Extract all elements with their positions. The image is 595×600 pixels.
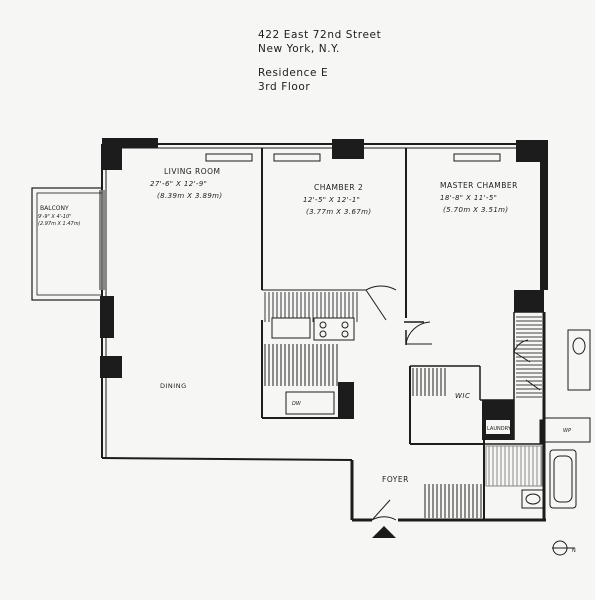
compass-icon xyxy=(552,540,575,556)
master-bath xyxy=(539,329,591,445)
residence-label: Residence E xyxy=(258,67,329,79)
living-room-dims: 27'-6" X 12'-9" xyxy=(150,180,207,188)
foyer-label: FOYER xyxy=(382,475,409,484)
windows xyxy=(99,153,501,290)
master-chamber-name: MASTER CHAMBER xyxy=(440,181,518,190)
second-bath xyxy=(485,445,577,509)
chamber2-metric: (3.77m X 3.67m) xyxy=(306,208,372,216)
closets xyxy=(412,316,542,518)
interior-walls xyxy=(261,148,544,520)
living-room-metric: (8.39m X 3.89m) xyxy=(157,192,223,200)
balcony-dims: 9'-9" X 4'-10" xyxy=(38,214,71,220)
laundry-label: LAUNDRY xyxy=(487,426,512,432)
compass-label: N xyxy=(572,548,576,554)
balcony-metric: (2.97m X 1.47m) xyxy=(38,221,81,227)
master-chamber-dims: 18'-8" X 11'-5" xyxy=(440,194,497,202)
balcony-label: BALCONY xyxy=(40,205,69,212)
wic-label: WIC xyxy=(455,392,470,400)
laundry-area xyxy=(482,400,514,440)
structural-columns xyxy=(100,138,548,418)
chamber2-name: CHAMBER 2 xyxy=(314,183,363,192)
address-line-2: New York, N.Y. xyxy=(258,43,340,55)
balcony xyxy=(31,187,103,301)
wp-label: WP xyxy=(563,428,571,434)
address-line-1: 422 East 72nd Street xyxy=(258,29,382,41)
master-chamber-metric: (5.70m X 3.51m) xyxy=(443,206,509,214)
living-room-name: LIVING ROOM xyxy=(164,167,221,176)
dining-label: DINING xyxy=(160,382,187,390)
chamber2-dims: 12'-5" X 12'-1" xyxy=(303,196,360,204)
kitchen xyxy=(264,292,360,415)
entry-arrow-icon xyxy=(372,526,396,538)
dw-label: DW xyxy=(292,401,302,407)
floor-label: 3rd Floor xyxy=(258,81,311,93)
